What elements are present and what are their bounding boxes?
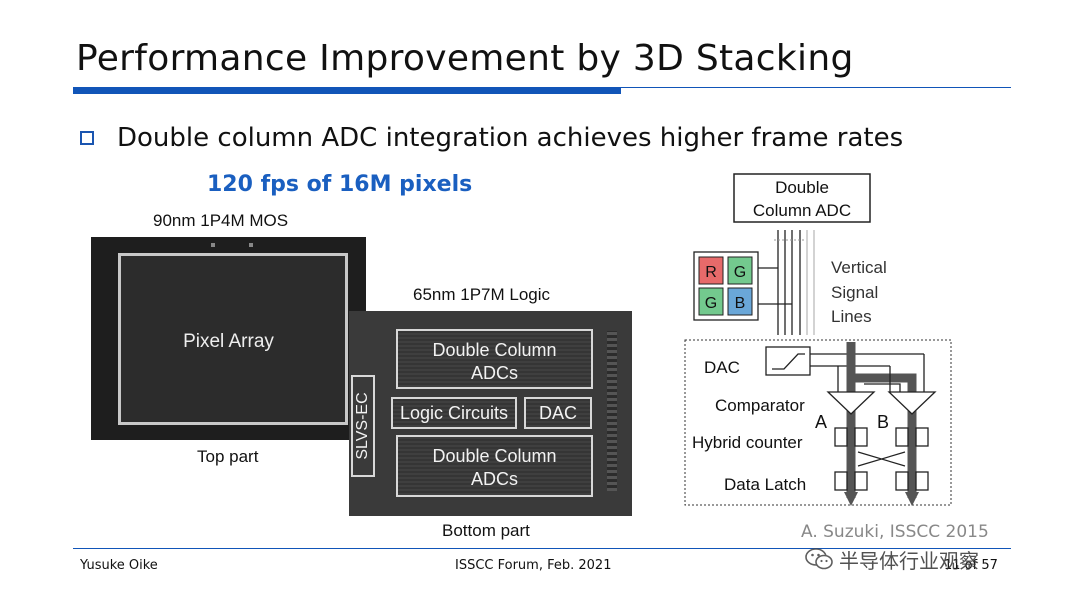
footer-author: Yusuke Oike — [80, 558, 158, 573]
watermark: 半导体行业观察 — [805, 542, 979, 576]
bottom-die-photo: Double Column ADCs Logic Circuits DAC Do… — [349, 311, 632, 516]
adc-box-label-line1: Double — [775, 178, 829, 197]
title-underline-thin — [621, 87, 1011, 88]
comparator-b — [887, 391, 937, 415]
pixel-cell-label: G — [734, 264, 746, 281]
slvs-ec-block: SLVS-EC — [351, 375, 375, 477]
top-die-photo: Pixel Array — [91, 237, 366, 440]
pixel-cell-r — [698, 256, 724, 285]
ramp-icon — [772, 353, 805, 370]
slvs-ec-label: SLVS-EC — [354, 392, 371, 460]
adc-box-label-line2: Column ADC — [753, 201, 851, 220]
pixel-array-frame — [118, 253, 348, 425]
pixel-cell-b — [727, 287, 753, 316]
highlight-text: 120 fps of 16M pixels — [207, 172, 473, 197]
reference-credit: A. Suzuki, ISSCC 2015 — [801, 522, 989, 542]
square-bullet-icon — [80, 131, 94, 145]
dac-block: DAC — [524, 397, 592, 429]
slide-title: Performance Improvement by 3D Stacking — [76, 38, 854, 79]
die-marker — [249, 243, 253, 247]
adc-box — [733, 173, 871, 223]
die-pad-column — [607, 331, 617, 491]
pixel-cell-g — [727, 256, 753, 285]
comparator-label: Comparator — [715, 396, 805, 415]
adc-block-lower: Double Column ADCs — [396, 435, 593, 497]
comparator-a-label: A — [815, 412, 827, 432]
bottom-die-process-label: 65nm 1P7M Logic — [413, 285, 551, 304]
bullet-text: Double column ADC integration achieves h… — [117, 123, 904, 153]
comparator-a — [826, 391, 876, 415]
vertical-signal-lines-label-2: Signal — [831, 283, 878, 302]
vertical-signal-lines-label-1: Vertical — [831, 258, 887, 277]
top-die-process-label: 90nm 1P4M MOS — [153, 211, 289, 230]
footer-rule — [73, 548, 1011, 549]
pixel-array-label: Pixel Array — [183, 331, 274, 352]
adc-block-upper: Double Column ADCs — [396, 329, 593, 389]
comparator-b-label: B — [877, 412, 889, 432]
dac-box — [765, 346, 811, 376]
wechat-icon — [805, 548, 833, 570]
watermark-text: 半导体行业观察 — [839, 548, 979, 573]
logic-circuits-block: Logic Circuits — [391, 397, 517, 429]
pixel-cell-g — [698, 287, 724, 316]
hybrid-counter-label: Hybrid counter — [692, 433, 803, 452]
dac-label: DAC — [704, 358, 740, 377]
pixel-cell-label: B — [735, 295, 746, 312]
title-underline-thick — [73, 87, 621, 94]
bottom-die-caption: Bottom part — [442, 521, 530, 540]
data-latch-label: Data Latch — [724, 475, 806, 494]
top-die-caption: Top part — [197, 447, 259, 466]
pixel-cell-label: G — [705, 295, 717, 312]
footer-page-number: 11 of 57 — [944, 558, 998, 573]
footer-event: ISSCC Forum, Feb. 2021 — [455, 558, 612, 573]
pixel-cell-label: R — [705, 264, 717, 281]
die-marker — [211, 243, 215, 247]
bottom-die-region — [684, 339, 952, 506]
vertical-signal-lines-label-3: Lines — [831, 307, 872, 326]
